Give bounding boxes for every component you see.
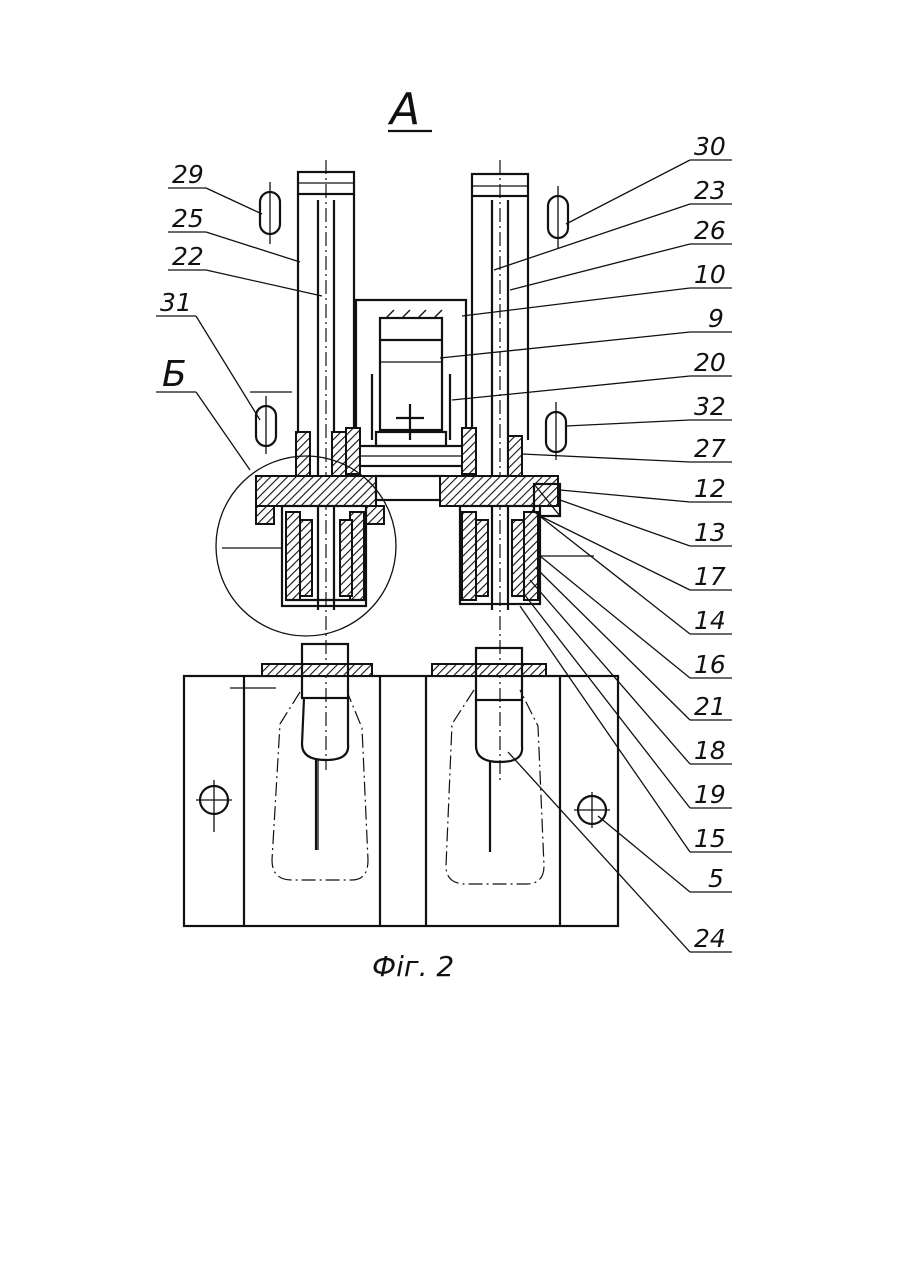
label-9: 9 (708, 304, 724, 333)
label-22: 22 (172, 242, 204, 271)
label-section-b: Б (162, 354, 187, 395)
figure-caption: Фіг. 2 (372, 950, 454, 983)
label-23: 23 (694, 176, 726, 205)
label-24: 24 (694, 924, 726, 953)
sensor-32 (546, 402, 566, 460)
sensor-31 (256, 396, 276, 454)
label-29: 29 (172, 160, 204, 189)
label-30: 30 (694, 132, 726, 161)
label-31: 31 (160, 288, 192, 317)
label-13: 13 (694, 518, 726, 547)
label-21: 21 (694, 692, 726, 721)
label-25: 25 (172, 204, 204, 233)
sensor-30 (548, 186, 568, 248)
label-15: 15 (694, 824, 726, 853)
sensor-29 (260, 182, 280, 244)
base-plate (256, 476, 560, 524)
label-19: 19 (694, 780, 726, 809)
center-cylinder (346, 300, 476, 474)
label-5: 5 (708, 864, 724, 893)
label-32: 32 (694, 392, 726, 421)
view-label: A (387, 84, 420, 135)
label-10: 10 (694, 260, 726, 289)
right-lower-housing (460, 506, 594, 604)
label-16: 16 (694, 650, 726, 679)
left-lower-housing (222, 506, 366, 606)
label-27: 27 (694, 434, 726, 463)
label-26: 26 (694, 216, 726, 245)
label-18: 18 (694, 736, 726, 765)
label-20: 20 (694, 348, 726, 377)
label-12: 12 (694, 474, 726, 503)
label-17: 17 (694, 562, 726, 591)
mold-block (184, 644, 618, 926)
label-14: 14 (694, 606, 726, 635)
